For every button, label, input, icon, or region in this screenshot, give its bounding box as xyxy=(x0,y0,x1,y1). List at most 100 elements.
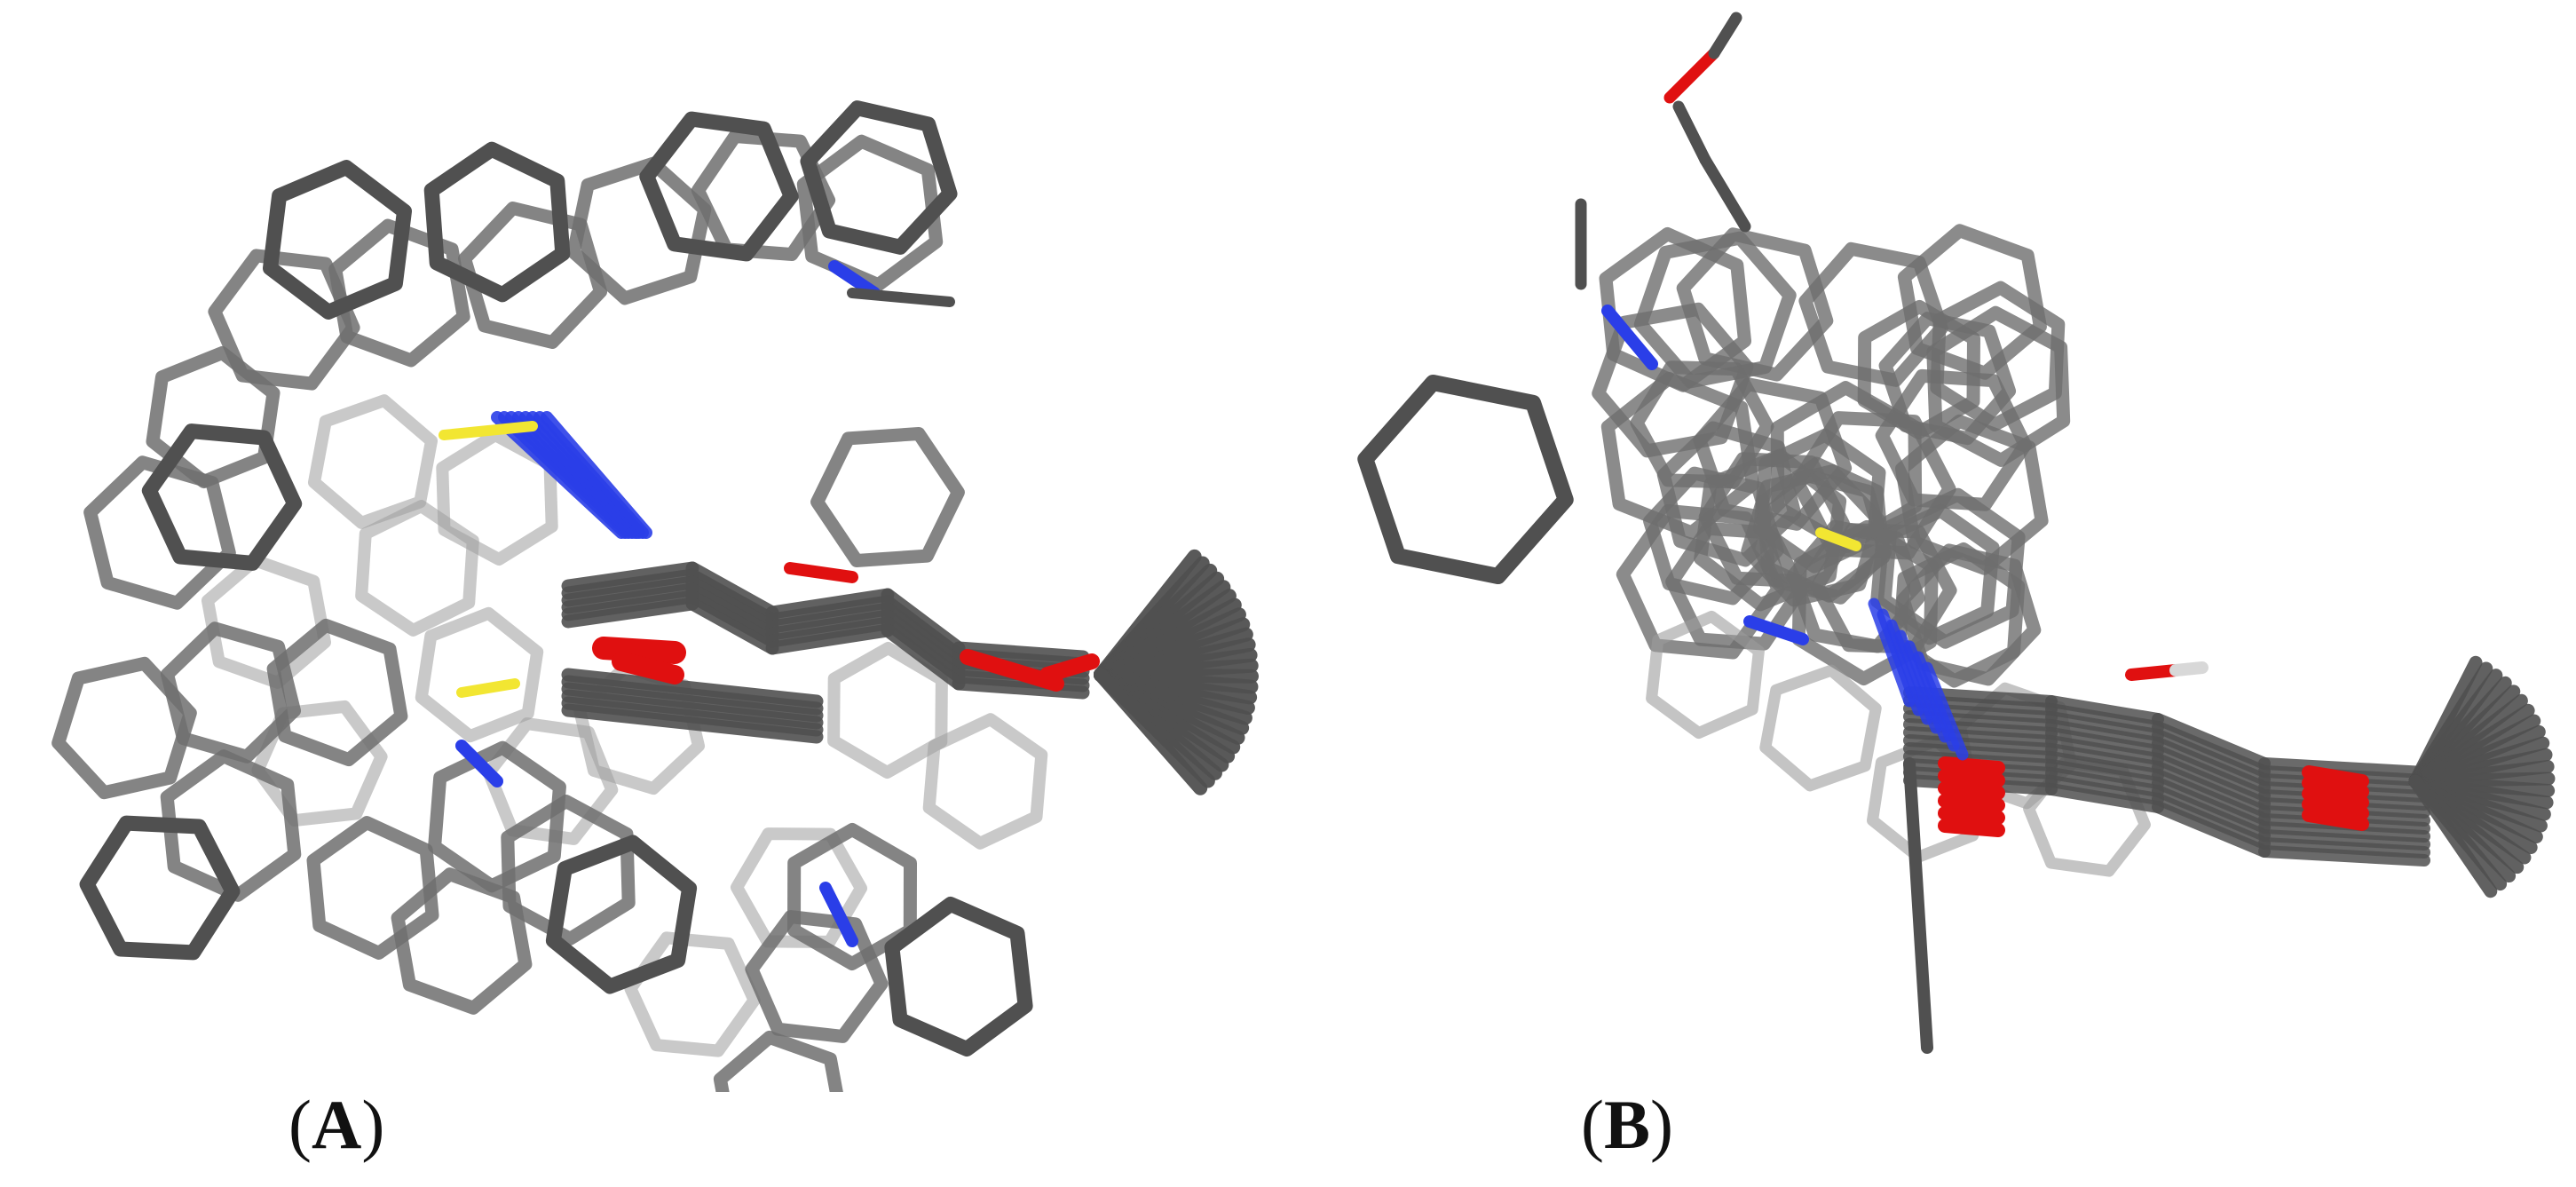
ring-bond xyxy=(306,816,439,960)
stick-bond xyxy=(1708,12,1742,59)
ring-bond xyxy=(624,931,761,1057)
ring-bond xyxy=(1643,466,1784,605)
stick-bond xyxy=(2169,661,2209,677)
ring-bond xyxy=(501,795,636,946)
panel-label-b: (B) xyxy=(1581,1090,1673,1159)
conformer-overlay-b xyxy=(1357,12,2556,1054)
stick-bond xyxy=(561,675,824,716)
ring-bond xyxy=(428,740,566,893)
stick-bond xyxy=(1938,794,2005,812)
stick-bond xyxy=(2302,765,2369,788)
stick-bond xyxy=(765,595,895,627)
ring-bond xyxy=(83,455,236,610)
stick-bond xyxy=(2152,721,2271,778)
ring-bond xyxy=(208,249,360,391)
stick-bond xyxy=(1938,769,2005,787)
ring-bond xyxy=(796,134,944,292)
stick-bond xyxy=(1815,527,1861,551)
stick-bond xyxy=(1743,615,1809,645)
stick-bond xyxy=(1903,742,2058,764)
stick-bond xyxy=(2302,808,2369,831)
stick-bond xyxy=(1663,47,1720,104)
stick-bond xyxy=(765,602,895,634)
stick-bond xyxy=(2302,797,2369,820)
ring-bond xyxy=(745,910,889,1043)
panel-b: (B) xyxy=(1288,0,2576,1187)
stick-bond xyxy=(561,561,699,593)
stick-bond xyxy=(1903,734,2058,756)
stick-bond xyxy=(847,288,955,307)
ring-bond xyxy=(1656,421,1802,567)
ring-bond xyxy=(263,160,412,320)
stick-bond xyxy=(1039,653,1100,683)
ring-bond xyxy=(827,642,948,779)
ring-bond xyxy=(1870,503,2000,645)
stick-bond xyxy=(1938,756,2005,775)
stick-bond xyxy=(439,421,538,440)
stick-bond xyxy=(2045,727,2164,757)
stick-bond xyxy=(561,682,824,723)
ring-bond xyxy=(423,141,571,303)
stick-bond xyxy=(765,609,895,641)
stick-bond xyxy=(1938,806,2005,825)
stick-bond xyxy=(561,597,699,629)
ring-bond xyxy=(1897,224,2047,380)
ring-bond xyxy=(308,394,438,529)
ring-bond xyxy=(800,100,958,255)
ring-bond xyxy=(51,656,197,800)
stick-bond xyxy=(2152,745,2271,802)
stick-bond xyxy=(765,623,895,655)
stick-bond xyxy=(1094,668,1208,795)
ring-bond xyxy=(1676,227,1834,382)
stick-bond xyxy=(2045,703,2164,733)
stick-bond xyxy=(1672,100,1711,166)
stick-bond xyxy=(561,703,824,744)
stick-bond xyxy=(1903,757,1933,1054)
stick-bond xyxy=(881,623,966,691)
ring-bond xyxy=(691,130,836,261)
stick-bond xyxy=(2152,729,2271,786)
stick-bond xyxy=(2258,757,2430,779)
stick-bond xyxy=(1938,781,2005,800)
stick-bond xyxy=(952,677,1090,700)
ring-bond xyxy=(566,156,712,305)
stick-bond xyxy=(2045,711,2164,741)
stick-bond xyxy=(765,616,895,648)
stick-bond xyxy=(1601,305,1658,370)
stick-bond xyxy=(765,588,895,620)
stick-bond xyxy=(2045,695,2164,725)
stick-bond xyxy=(685,597,779,655)
stick-bond xyxy=(561,575,699,607)
ring-bond xyxy=(201,554,331,689)
label-letter-a: A xyxy=(311,1086,362,1163)
ring-bond xyxy=(79,815,241,961)
label-close-b: ) xyxy=(1650,1086,1673,1163)
stick-bond xyxy=(561,689,824,730)
ring-bond xyxy=(161,621,301,764)
stick-bond xyxy=(2152,785,2271,842)
stick-bond xyxy=(2258,829,2430,851)
stick-bond xyxy=(2152,777,2271,834)
stick-bond xyxy=(2152,801,2271,858)
stick-bond xyxy=(2045,735,2164,765)
stick-bond xyxy=(2045,783,2164,813)
ring-bond xyxy=(639,111,799,262)
label-letter-b: B xyxy=(1603,1086,1651,1163)
panel-a: (A) xyxy=(51,100,1259,1159)
stick-bond xyxy=(456,678,520,698)
ring-bond xyxy=(1791,519,1939,685)
ring-bond xyxy=(545,835,698,994)
stick-bond xyxy=(2258,837,2430,859)
stick-bond xyxy=(592,637,686,664)
ring-bond xyxy=(922,713,1048,850)
stick-bond xyxy=(784,562,858,583)
ring-bond xyxy=(1357,375,1574,584)
stick-bond xyxy=(2258,821,2430,843)
label-open-b: ( xyxy=(1581,1086,1604,1163)
panel-label-a: (A) xyxy=(288,1090,384,1159)
stick-bond xyxy=(2045,751,2164,781)
stick-bond xyxy=(2045,743,2164,773)
ring-bond xyxy=(141,423,303,571)
label-open-a: ( xyxy=(288,1086,312,1163)
stick-bond xyxy=(819,882,858,947)
